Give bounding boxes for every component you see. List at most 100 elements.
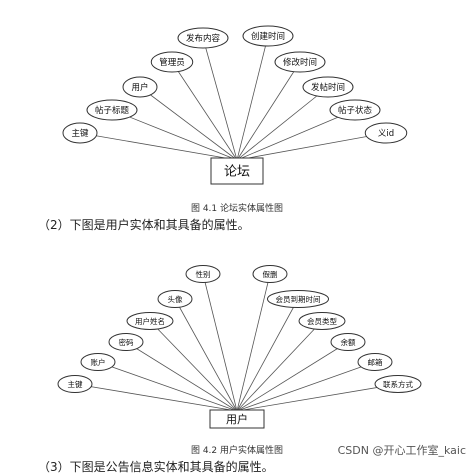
user-attribute-ellipse xyxy=(185,265,221,283)
user-link xyxy=(236,361,376,412)
forum-attribute-ellipse xyxy=(86,99,138,121)
user-attribute: 邮箱 xyxy=(357,353,393,371)
user-attribute-ellipse xyxy=(157,290,193,308)
forum-link xyxy=(236,109,356,161)
forum-attribute-label: 修改时间 xyxy=(283,57,317,68)
user-attribute: 会员类型 xyxy=(298,312,346,330)
forum-attribute: 帖子标题 xyxy=(86,99,138,121)
forum-link xyxy=(236,35,269,161)
user-entity-label: 用户 xyxy=(226,412,248,426)
forum-attribute: 主键 xyxy=(62,122,98,144)
forum-entity: 论坛 xyxy=(210,157,264,185)
forum-attribute-ellipse xyxy=(122,76,158,98)
user-attribute-label: 头像 xyxy=(168,294,183,304)
user-attribute: 主键 xyxy=(57,375,93,393)
forum-link xyxy=(236,132,387,161)
user-attribute-ellipse xyxy=(80,353,116,371)
forum-link xyxy=(171,61,238,161)
user-attribute: 联系方式 xyxy=(374,375,422,393)
user-link xyxy=(149,320,238,412)
forum-attribute-label: 发帖时间 xyxy=(311,82,345,93)
user-attribute-label: 假删 xyxy=(263,269,278,279)
user-link xyxy=(125,341,238,412)
forum-attribute-ellipse xyxy=(150,51,194,73)
forum-attribute-label: 帖子状态 xyxy=(338,105,373,116)
forum-attribute-label: 义id xyxy=(378,129,394,139)
user-attribute-label: 用户姓名 xyxy=(135,316,165,326)
user-attribute-label: 会员到期时间 xyxy=(276,294,321,304)
user-attribute-ellipse xyxy=(357,353,393,371)
user-attribute-label: 邮箱 xyxy=(368,357,383,367)
user-link xyxy=(236,273,271,412)
user-attribute-label: 联系方式 xyxy=(383,379,413,389)
user-attribute-ellipse xyxy=(126,312,174,330)
user-link xyxy=(236,341,349,412)
forum-attribute: 义id xyxy=(364,122,408,144)
user-attribute: 头像 xyxy=(157,290,193,308)
user-attribute-ellipse xyxy=(374,375,422,393)
user-link xyxy=(97,361,238,412)
figure2-caption: 图 4.2 用户实体属性图 xyxy=(190,446,284,456)
user-attribute: 账户 xyxy=(80,353,116,371)
user-attribute-ellipse xyxy=(267,290,329,308)
forum-attribute-label: 用户 xyxy=(131,82,148,93)
user-attribute: 余额 xyxy=(330,333,366,351)
user-link xyxy=(74,383,238,412)
user-attribute-label: 会员类型 xyxy=(307,316,337,326)
user-attribute: 会员到期时间 xyxy=(267,290,329,308)
user-attribute-label: 余额 xyxy=(341,337,356,347)
forum-attribute: 帖子状态 xyxy=(329,99,381,121)
forum-attribute-ellipse xyxy=(177,27,229,49)
forum-attribute-ellipse xyxy=(302,76,354,98)
user-attribute: 性别 xyxy=(185,265,221,283)
user-attribute-label: 账户 xyxy=(91,357,106,367)
forum-attribute-ellipse xyxy=(329,99,381,121)
forum-attribute: 管理员 xyxy=(150,51,194,73)
forum-attribute-label: 帖子标题 xyxy=(95,105,130,116)
forum-attribute: 发布内容 xyxy=(177,27,229,49)
forum-attribute: 创建时间 xyxy=(242,25,294,47)
forum-link xyxy=(236,86,329,161)
user-link xyxy=(236,383,399,412)
forum-link xyxy=(139,86,238,161)
user-attribute-ellipse xyxy=(298,312,346,330)
user-attribute-label: 主键 xyxy=(68,379,83,389)
user-link xyxy=(174,298,238,412)
csdn-watermark: CSDN @开心工作室_kaic xyxy=(335,441,468,459)
forum-attribute-label: 创建时间 xyxy=(251,31,285,42)
forum-attribute-ellipse xyxy=(242,25,294,47)
forum-attribute-label: 主键 xyxy=(71,128,89,139)
user-attribute: 密码 xyxy=(108,333,144,351)
user-attribute-ellipse xyxy=(108,333,144,351)
user-attribute-label: 密码 xyxy=(119,337,134,347)
forum-attribute-ellipse xyxy=(62,122,98,144)
user-attribute: 用户姓名 xyxy=(126,312,174,330)
forum-attribute: 用户 xyxy=(122,76,158,98)
user-link xyxy=(236,298,299,412)
forum-attribute-label: 管理员 xyxy=(159,57,185,68)
forum-attribute: 发帖时间 xyxy=(302,76,354,98)
figure1-caption: 图 4.1 论坛实体属性图 xyxy=(190,204,284,214)
forum-link xyxy=(79,132,238,161)
paragraph-notice-entity: （3）下图是公告信息实体和其具备的属性。 xyxy=(38,460,274,474)
forum-attribute-ellipse xyxy=(274,51,326,73)
forum-entity-label: 论坛 xyxy=(224,165,250,180)
user-attribute-ellipse xyxy=(57,375,93,393)
user-link xyxy=(236,320,323,412)
forum-link xyxy=(236,61,301,161)
user-attribute-ellipse xyxy=(330,333,366,351)
user-attribute-label: 性别 xyxy=(196,269,211,279)
user-entity: 用户 xyxy=(209,409,265,429)
user-attribute: 假删 xyxy=(252,265,288,283)
user-link xyxy=(202,273,238,412)
user-attribute-ellipse xyxy=(252,265,288,283)
forum-attribute: 修改时间 xyxy=(274,51,326,73)
forum-attribute-ellipse xyxy=(364,122,408,144)
forum-link xyxy=(202,37,238,161)
forum-link xyxy=(111,109,238,161)
paragraph-user-entity: （2）下图是用户实体和其具备的属性。 xyxy=(38,218,250,232)
forum-attribute-label: 发布内容 xyxy=(186,33,221,44)
